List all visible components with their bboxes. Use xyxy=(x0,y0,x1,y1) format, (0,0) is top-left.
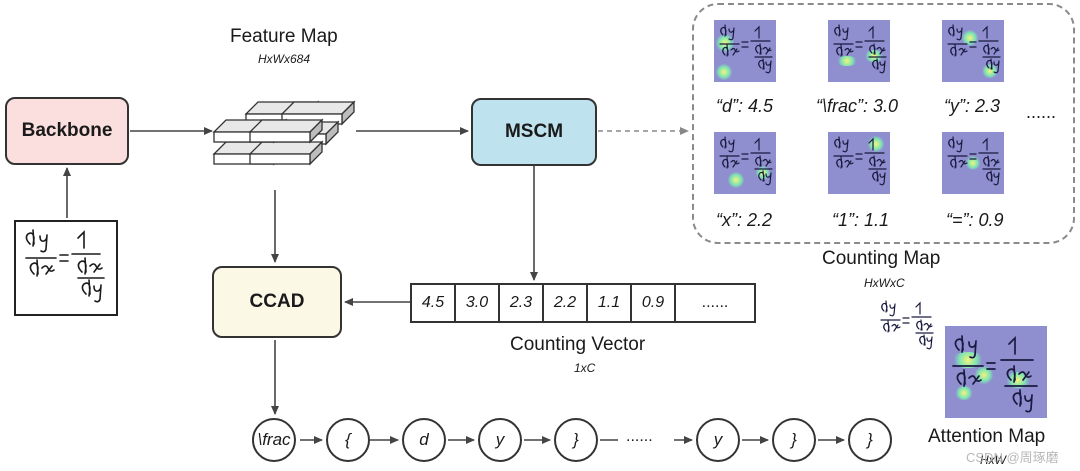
vector-cell: 2.2 xyxy=(544,285,588,321)
counting-vector-shape: 1xC xyxy=(574,361,596,375)
token-lbrace: { xyxy=(326,418,370,462)
counting-label-equals: “=”: 0.9 xyxy=(946,210,1004,230)
counting-map-thumb-frac xyxy=(828,20,890,82)
counting-map-thumb-y xyxy=(942,20,1004,82)
token-ellipsis: ...... xyxy=(626,428,653,445)
counting-map-thumb-x xyxy=(714,132,776,194)
vector-cell: 3.0 xyxy=(456,285,500,321)
counting-map-more: ...... xyxy=(1026,102,1057,122)
backbone-module: Backbone xyxy=(5,97,129,165)
attention-map-shape: HxW xyxy=(980,453,1006,467)
token-rbrace: } xyxy=(848,418,892,462)
counting-map-title: Counting Map xyxy=(822,248,941,269)
feature-map-cube-icon xyxy=(212,100,356,166)
token-d: d xyxy=(402,418,446,462)
vector-cell: 2.3 xyxy=(500,285,544,321)
handwritten-formula-icon xyxy=(25,229,105,303)
feature-map-shape: HxWx684 xyxy=(258,52,311,66)
token-frac: \frac xyxy=(252,418,296,462)
counting-map-thumb-d xyxy=(714,20,776,82)
token-rbrace: } xyxy=(554,418,598,462)
counting-map-shape: HxWxC xyxy=(864,276,905,290)
token-rbrace: } xyxy=(772,418,816,462)
attention-formula-icon xyxy=(952,335,1038,413)
feature-map-title: Feature Map xyxy=(230,26,338,47)
counting-label-y: “y”: 2.3 xyxy=(944,96,1001,116)
counting-map-thumb-equals xyxy=(942,132,1004,194)
token-y: y xyxy=(478,418,522,462)
mscm-module: MSCM xyxy=(471,98,597,166)
counting-label-frac: “\frac”: 3.0 xyxy=(816,96,899,116)
counting-label-1: “1”: 1.1 xyxy=(832,210,890,230)
counting-label-x: “x”: 2.2 xyxy=(716,210,773,230)
counting-map-panel xyxy=(692,3,1075,244)
watermark: CSDN @周琢磨 xyxy=(966,450,1059,465)
counting-map-thumb-1 xyxy=(828,132,890,194)
ccad-module: CCAD xyxy=(212,266,342,338)
input-image xyxy=(14,220,118,316)
counting-vector: 4.5 3.0 2.3 2.2 1.1 0.9 ...... xyxy=(410,283,756,323)
vector-cell: 0.9 xyxy=(632,285,676,321)
counting-vector-title: Counting Vector xyxy=(510,334,646,355)
counting-label-d: “d”: 4.5 xyxy=(716,96,774,116)
attention-map-title: Attention Map xyxy=(928,426,1046,447)
token-y: y xyxy=(696,418,740,462)
vector-cell: 4.5 xyxy=(412,285,456,321)
vector-cell: 1.1 xyxy=(588,285,632,321)
vector-cell-ellipsis: ...... xyxy=(701,294,729,311)
